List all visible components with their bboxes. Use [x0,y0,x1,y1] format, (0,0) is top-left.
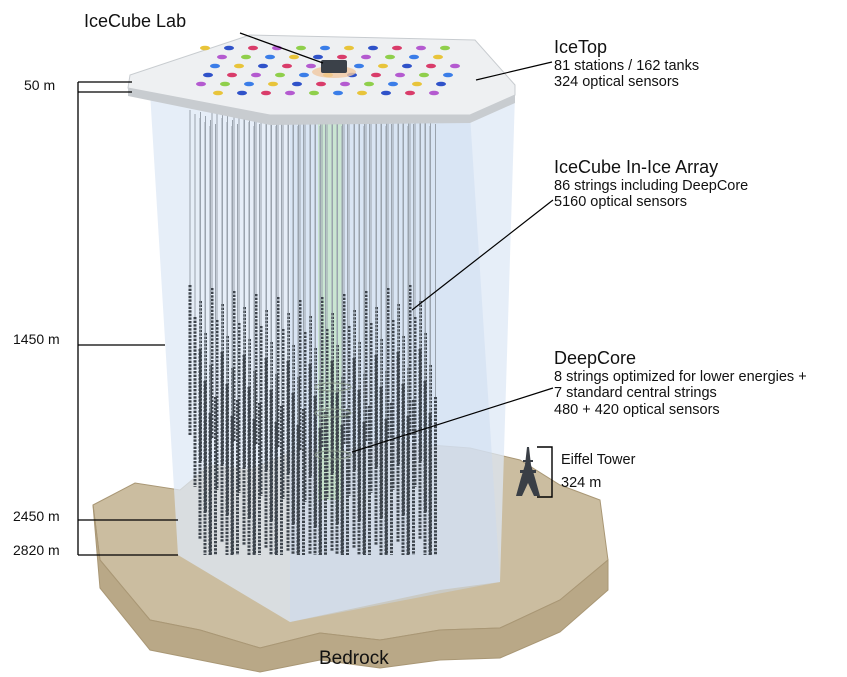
depth-label-2820: 2820 m [13,542,60,558]
icetop-station-dot [316,81,326,87]
icetop-station-dot [371,72,381,78]
icetop-station-dot [426,63,436,69]
icetop-station-dot [392,45,402,51]
icetop-station-dot [354,63,364,69]
deepcore-label-block: DeepCore 8 strings optimized for lower e… [554,348,807,419]
icetop-station-dot [419,72,429,78]
icetop-station-dot [237,90,247,96]
icetop-station-dot [282,63,292,69]
icetop-leader [475,61,553,81]
icetop-station-dot [361,54,371,60]
icetop-station-dot [436,81,446,87]
icetop-station-dot [241,54,251,60]
icetop-station-dot [285,90,295,96]
icetop-station-dot [227,72,237,78]
depth-scale [77,81,178,556]
icetop-station-dot [368,45,378,51]
icetop-station-dot [299,72,309,78]
icetop-station-dot [251,72,261,78]
icetop-station-dot [234,63,244,69]
icetop-station-dot [409,54,419,60]
icetop-label-block: IceTop 81 stations / 162 tanks 324 optic… [554,37,699,91]
icetop-station-dot [261,90,271,96]
icetop-station-dot [357,90,367,96]
icetop-station-dot [416,45,426,51]
deepcore-title: DeepCore [554,348,637,368]
icetop-station-dot [443,72,453,78]
depth-label-1450: 1450 m [13,331,60,347]
icetop-station-dot [412,81,422,87]
eiffel-height: 324 m [561,474,602,491]
icetop-station-dot [388,81,398,87]
inice-line-1: 86 strings including DeepCore [554,177,749,194]
icetop-station-dot [224,45,234,51]
icetop-station-dot [429,90,439,96]
icetop-station-dot [203,72,213,78]
icetop-station-dot [309,90,319,96]
icetop-station-dot [292,81,302,87]
icecube-lab-building [312,60,356,78]
icetop-station-dot [333,90,343,96]
inice-title: IceCube In-Ice Array [554,157,719,177]
icetop-station-dot [265,54,275,60]
icetop-line-2: 324 optical sensors [554,74,679,91]
icetop-station-dot [381,90,391,96]
icetop-title: IceTop [554,37,608,57]
icetop-station-dot [296,45,306,51]
icetop-station-dot [364,81,374,87]
icetop-station-dot [200,45,210,51]
icetop-station-dot [378,63,388,69]
eiffel-tower-icon [516,447,540,496]
leader-lines [239,32,554,453]
icetop-station-dot [220,81,230,87]
icetop-station-dot [450,63,460,69]
icetop-station-dot [210,63,220,69]
eiffel-label-block: Eiffel Tower 324 m [561,452,635,491]
icetop-station-dot [433,54,443,60]
icetop-station-dot [405,90,415,96]
lab-leader [239,32,324,64]
eiffel-title: Eiffel Tower [561,452,636,468]
deepcore-line-3: 480 + 420 optical sensors [554,402,720,419]
icetop-station-dot [275,72,285,78]
deepcore-line-2: 7 standard central strings [554,385,717,402]
eiffel-bracket [537,446,553,498]
inice-label-block: IceCube In-Ice Array 86 strings includin… [554,157,748,211]
in-ice-strings [188,110,437,555]
icetop-station-dot [306,63,316,69]
icetop-station-dot [289,54,299,60]
icetop-station-dot [402,63,412,69]
deepcore-line-1: 8 strings optimized for lower energies + [554,368,807,385]
icetop-station-dot [268,81,278,87]
icetop-station-dot [337,54,347,60]
icetop-station-dot [385,54,395,60]
depth-label-50: 50 m [24,77,56,93]
icetop-station-dot [320,45,330,51]
icetop-station-dot [213,90,223,96]
icetop-station-dot [248,45,258,51]
icetop-station-dot [344,45,354,51]
inice-leader [411,199,554,311]
icetop-stations [196,45,460,96]
icetop-station-dot [244,81,254,87]
icetop-station-dot [196,81,206,87]
icetop-station-dot [217,54,227,60]
icetop-station-dot [395,72,405,78]
bedrock-label: Bedrock [319,648,389,669]
icetop-line-1: 81 stations / 162 tanks [554,57,700,74]
icetop-station-dot [340,81,350,87]
inice-line-2: 5160 optical sensors [554,194,687,211]
depth-label-2450: 2450 m [13,508,60,524]
icetop-station-dot [313,54,323,60]
icetop-station-dot [258,63,268,69]
deepcore-rings [314,382,352,460]
icetop-station-dot [440,45,450,51]
icecube-lab-label: IceCube Lab [84,11,187,31]
deepcore-leader [351,387,554,453]
